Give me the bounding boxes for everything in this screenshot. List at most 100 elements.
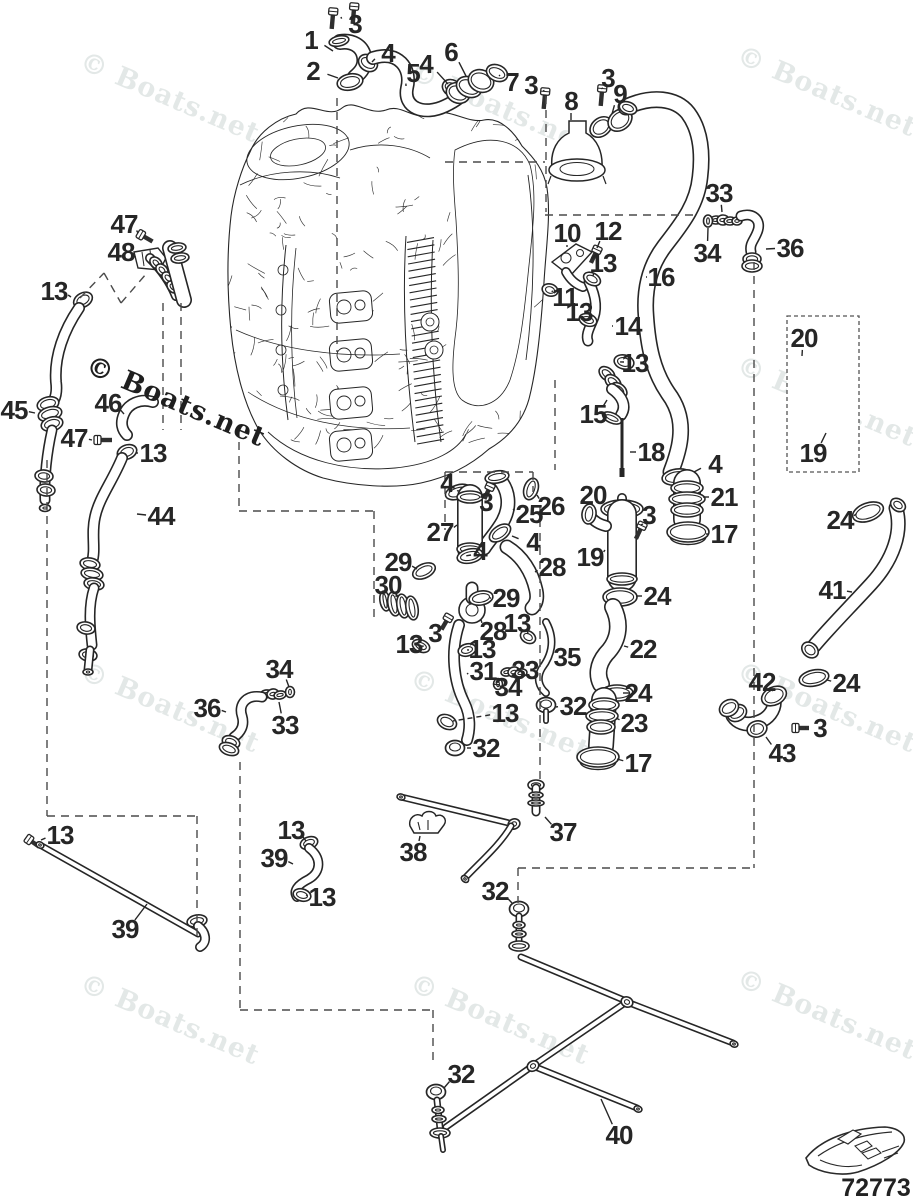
callout-leader — [327, 73, 339, 79]
o-ring-29 — [468, 589, 494, 607]
callout-7: 7 — [505, 67, 519, 97]
callout-leader — [765, 247, 776, 250]
clamp-13 — [457, 642, 477, 658]
callout-leader — [340, 16, 343, 19]
callout-29: 29 — [493, 583, 520, 613]
fitting-32-flange — [508, 940, 530, 952]
callout-30: 30 — [375, 570, 402, 600]
callout-leader — [511, 535, 519, 540]
callout-leader — [616, 758, 624, 762]
fitting-19-base — [606, 572, 638, 586]
callout-17: 17 — [711, 519, 738, 549]
bolt — [348, 2, 360, 25]
tube-27-top — [456, 490, 484, 504]
callout-8: 8 — [564, 86, 578, 116]
callout-13: 13 — [622, 348, 649, 378]
callout-leader — [600, 1098, 613, 1125]
clamp-4 — [456, 547, 484, 565]
callout-leader — [853, 513, 857, 517]
callout-13: 13 — [504, 608, 531, 638]
callout-leader — [67, 294, 72, 298]
fitting-32-band — [431, 1105, 445, 1115]
fitting-32-band — [431, 1114, 447, 1124]
callout-leader — [221, 709, 227, 713]
watermark-text: © Boats.net — [732, 40, 913, 144]
elbow-top-cap — [328, 34, 350, 48]
callout-leader — [596, 240, 601, 249]
callout-leader — [136, 513, 147, 516]
callout-leader — [443, 1081, 450, 1089]
callout-3: 3 — [642, 500, 656, 530]
callout-5: 5 — [406, 58, 420, 88]
callout-28: 28 — [539, 552, 566, 582]
o-ring-11 — [541, 282, 559, 298]
fitting-17 — [666, 521, 710, 543]
elbow-42-cap — [760, 685, 788, 707]
callout-32: 32 — [560, 691, 587, 721]
callout-leader — [88, 438, 93, 441]
callout-leader — [136, 230, 139, 234]
hose-end — [82, 668, 94, 676]
callout-40: 40 — [606, 1120, 633, 1150]
callout-33: 33 — [272, 710, 299, 740]
fitting-32 — [535, 696, 557, 714]
callout-leader — [458, 61, 467, 77]
callout-leader — [134, 903, 148, 921]
bolt — [93, 434, 112, 446]
callout-leader — [324, 44, 334, 52]
fitting-10-stub — [561, 267, 588, 292]
clamp-13 — [292, 887, 312, 903]
callout-34: 34 — [266, 654, 294, 684]
callout-leader — [820, 432, 827, 444]
callout-19: 19 — [577, 542, 604, 572]
callout-31: 31 — [470, 656, 497, 686]
callout-11: 11 — [552, 282, 578, 312]
callout-32: 32 — [448, 1059, 475, 1089]
callout-43: 43 — [769, 738, 796, 768]
bolt — [588, 244, 603, 264]
dashed-leader-line — [79, 272, 105, 299]
callout-leader — [305, 894, 308, 897]
callout-20: 20 — [791, 323, 818, 353]
callout-24: 24 — [644, 581, 672, 611]
tube-39-elbow — [193, 921, 210, 952]
dashed-leader-line — [120, 273, 147, 304]
callout-44: 44 — [148, 501, 176, 531]
callout-4: 4 — [473, 536, 488, 566]
callout-4: 4 — [440, 468, 455, 498]
elbow-28 — [499, 539, 545, 616]
callout-47: 47 — [61, 423, 88, 453]
callout-leader — [28, 411, 36, 414]
hose-36 — [735, 209, 765, 258]
inset-box-border — [786, 315, 860, 473]
tube-end — [633, 1105, 643, 1113]
canister-cap — [170, 252, 190, 264]
o-ring-43 — [746, 720, 768, 738]
tube-39 — [36, 841, 202, 938]
tube-40 — [530, 999, 629, 1069]
fitting-17 — [576, 746, 620, 768]
hose-22 — [589, 598, 627, 693]
callout-leader — [611, 104, 616, 115]
barb-fitting-band — [404, 595, 420, 621]
callout-46: 46 — [95, 388, 122, 418]
callout-13: 13 — [140, 438, 167, 468]
o-ring-20 — [581, 503, 597, 525]
callout-leader — [371, 58, 376, 63]
tube-40-collar — [526, 1059, 540, 1073]
watermark-text: © Boats.net — [75, 46, 264, 150]
fitting-10-plate — [550, 243, 594, 277]
clip-38 — [408, 810, 447, 834]
callout-leader — [40, 837, 46, 841]
callout-34: 34 — [495, 672, 523, 702]
tube-end — [396, 793, 406, 801]
callout-25: 25 — [516, 499, 543, 529]
clamp-4 — [488, 523, 512, 543]
callout-leader — [542, 89, 545, 92]
fitting-32-tip — [438, 1133, 446, 1153]
callout-4: 4 — [419, 49, 434, 79]
tube-40-collar — [620, 996, 634, 1008]
callout-12: 12 — [595, 216, 622, 246]
callout-4: 4 — [708, 449, 723, 479]
